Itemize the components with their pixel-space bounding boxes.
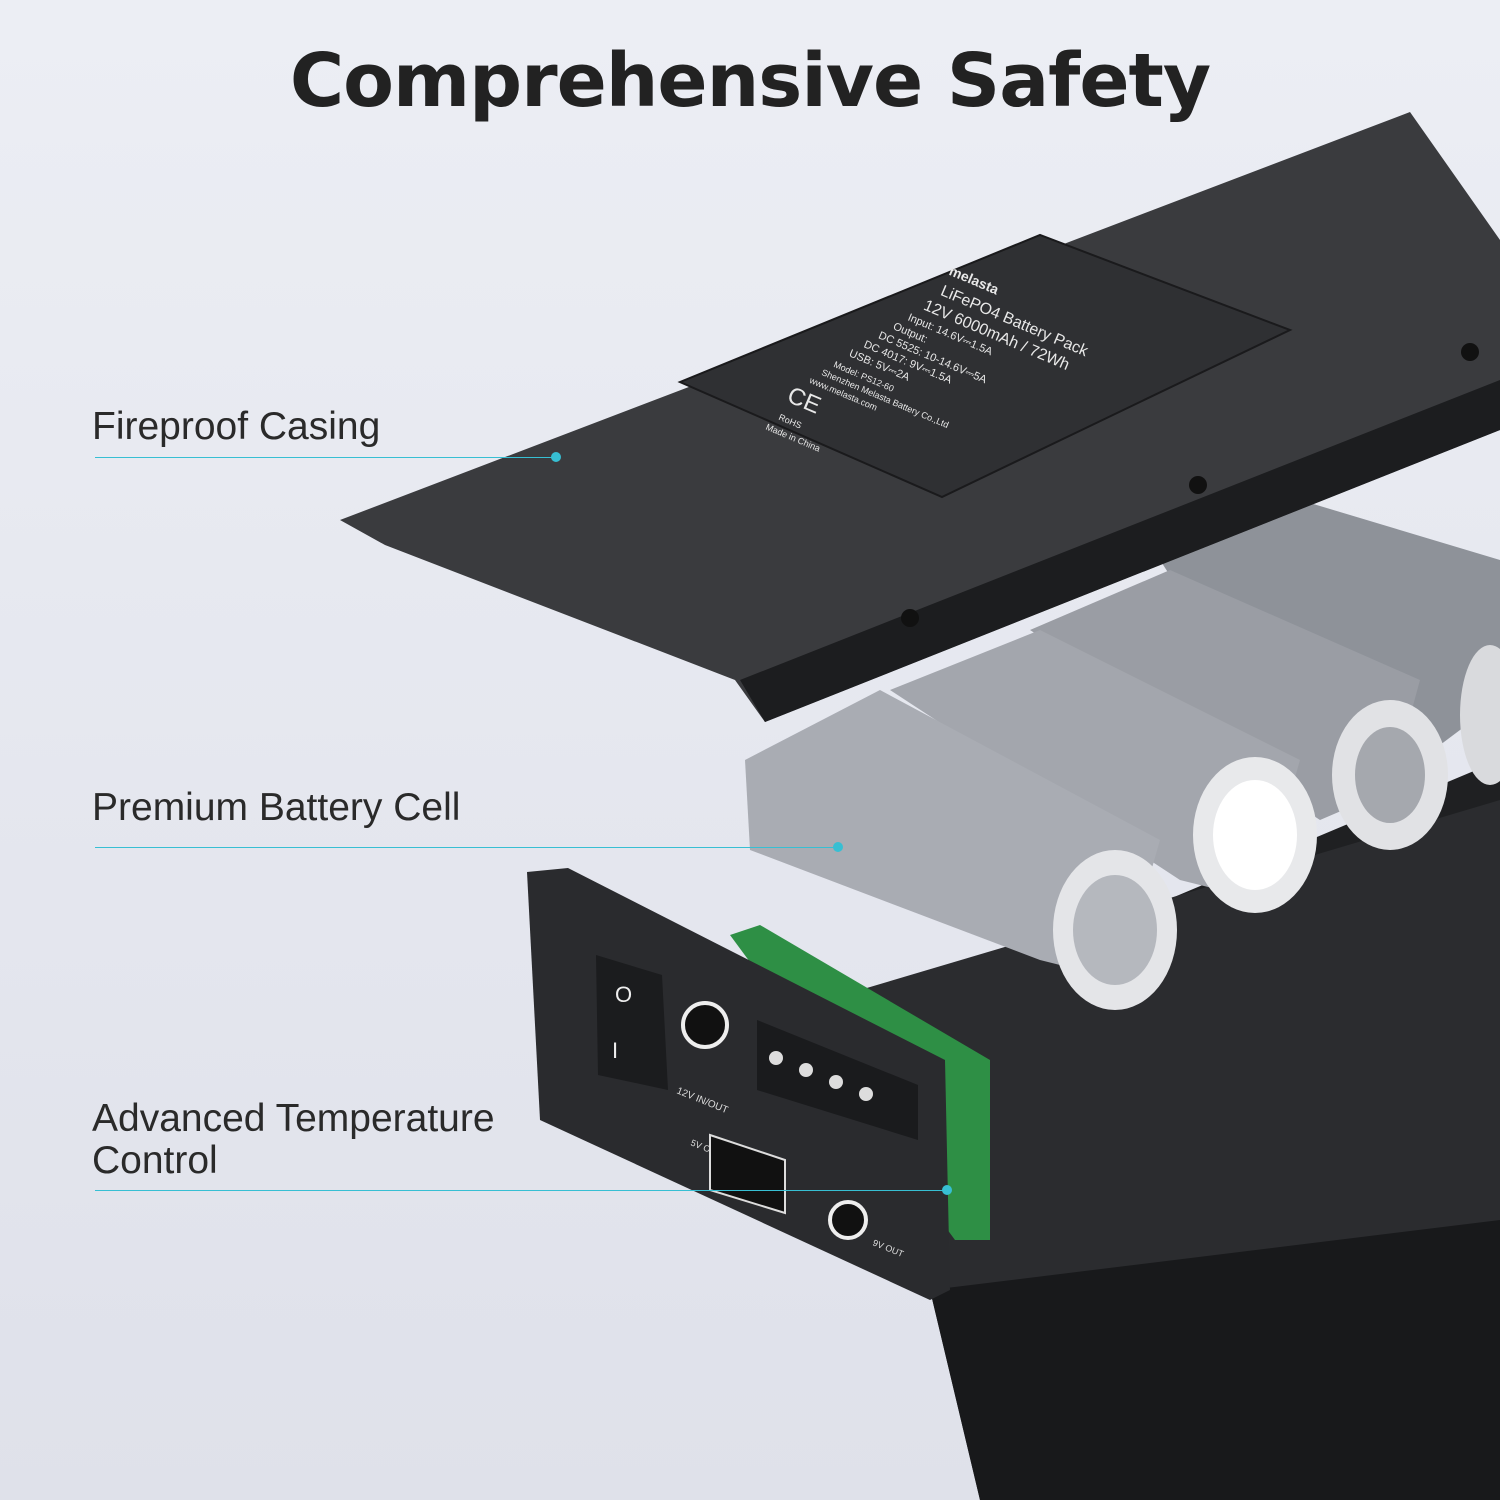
front-panel: O I 12V IN/OUT 5V OUT 9V OUT (527, 868, 950, 1300)
leader-line (95, 847, 838, 848)
housing-wall (930, 1220, 1500, 1500)
product-label-plate (677, 233, 1293, 499)
battery-cells (745, 500, 1500, 1010)
power-switch[interactable] (596, 955, 668, 1090)
callout-advanced-temperature-control: Advanced Temperature Control (92, 1097, 495, 1182)
leader-line (95, 457, 556, 458)
dc-port-12v (681, 1001, 729, 1049)
page-title: Comprehensive Safety (289, 38, 1211, 124)
leader-line (95, 1190, 947, 1191)
callout-fireproof-casing: Fireproof Casing (92, 405, 381, 448)
housing-inner (860, 800, 1500, 1320)
dc-port-9v (828, 1200, 868, 1240)
switch-off-mark: O (615, 982, 632, 1007)
callout-dot (833, 842, 843, 852)
fireproof-casing-lid: melasta LiFePO4 Battery Pack 12V 6000mAh… (340, 112, 1500, 722)
callout-dot (942, 1185, 952, 1195)
callout-premium-battery-cell: Premium Battery Cell (92, 786, 461, 829)
switch-on-mark: I (612, 1038, 618, 1063)
callout-dot (551, 452, 561, 462)
usb-port (709, 1133, 786, 1215)
